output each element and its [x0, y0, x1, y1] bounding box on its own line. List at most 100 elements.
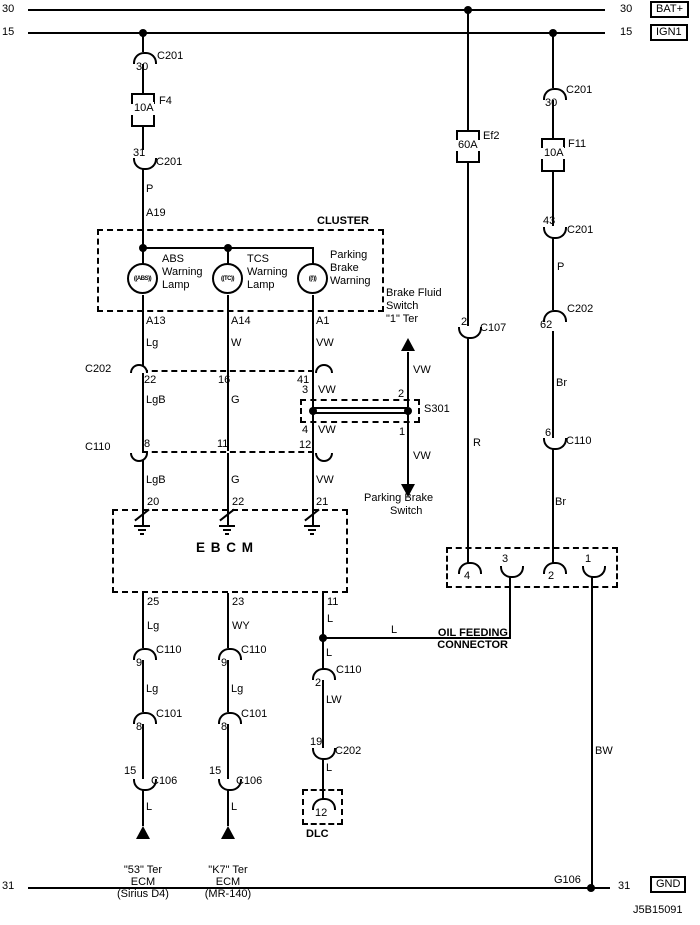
- wire-segment: [227, 724, 229, 779]
- pin-number: 15: [124, 765, 137, 777]
- junction-dot: [549, 29, 557, 37]
- connector-arc: [133, 158, 157, 170]
- wire-segment: [322, 593, 324, 637]
- wire-segment: [142, 789, 144, 826]
- wire-color: VW: [318, 424, 336, 436]
- diagram-id: J5B15091: [633, 904, 683, 916]
- pin-number: A1: [316, 315, 330, 327]
- wire-segment: [227, 660, 229, 712]
- connector-arc: [312, 798, 336, 810]
- ground-icon: [304, 525, 320, 527]
- fuse-rating: 10A: [134, 102, 154, 114]
- wire-segment: [227, 453, 229, 509]
- connector-arc: [133, 52, 157, 64]
- bat-rail-line: [28, 9, 605, 11]
- dest-label: Switch: [390, 505, 423, 517]
- c110-row-line: [142, 451, 314, 453]
- connector-name: C202: [85, 363, 112, 375]
- wire-segment: [312, 249, 314, 265]
- fuse-name: Ef2: [483, 130, 500, 142]
- pin-number: 1: [399, 426, 406, 438]
- wire-segment: [142, 249, 144, 265]
- pin-number: 11: [327, 596, 339, 608]
- connector-arc: [543, 562, 567, 574]
- wire-segment: [591, 577, 593, 888]
- pin-number: 41: [297, 374, 310, 386]
- wire-segment: [322, 637, 511, 639]
- connector-name: C201: [567, 224, 594, 236]
- pin-number: 9: [221, 657, 228, 669]
- ground-stub: [312, 509, 314, 525]
- connector-name: C110: [241, 644, 267, 656]
- wire-segment: [552, 33, 554, 88]
- wire-segment: [467, 337, 469, 548]
- connector-name: C106: [151, 775, 178, 787]
- splice-name: S301: [424, 403, 450, 415]
- connector-name: C202: [567, 303, 594, 315]
- fuse-name: F4: [159, 95, 172, 107]
- wire-color: L: [146, 801, 153, 813]
- dest-label: Brake Fluid: [386, 287, 442, 299]
- connector-name: C101: [156, 708, 183, 720]
- pin-number: 15: [209, 765, 222, 777]
- lamp-label: Lamp: [162, 279, 190, 291]
- lamp-label: Warning: [330, 275, 371, 287]
- connector-arc: [458, 327, 482, 339]
- lamp-label: Brake: [330, 262, 359, 274]
- s301-box: [300, 399, 420, 423]
- dest-label: "1" Ter: [386, 313, 419, 325]
- wire-segment: [312, 372, 314, 401]
- ground-stub: [227, 509, 229, 525]
- rail-num: 31: [618, 880, 631, 892]
- pin-number: 23: [232, 596, 245, 608]
- fuse-rating: 10A: [544, 147, 564, 159]
- wire-color: G: [231, 394, 240, 406]
- ground-name: G106: [554, 874, 581, 886]
- fuse-notch: [151, 104, 157, 115]
- fuse-notch: [453, 140, 459, 151]
- rail-num: 15: [2, 26, 15, 38]
- tcs-warning-lamp-icon: ((TC)): [212, 263, 243, 294]
- ign-rail-line: [28, 32, 605, 34]
- rail-num: 30: [2, 3, 15, 15]
- pin-number: 21: [316, 496, 329, 508]
- pin-number: 30: [136, 61, 149, 73]
- pin-number: 2: [461, 316, 468, 328]
- wire-segment: [227, 249, 229, 265]
- rail-num: 31: [2, 880, 15, 892]
- connector-arc: [218, 712, 242, 724]
- wire-segment: [142, 295, 144, 373]
- pin-number: 3: [502, 553, 509, 565]
- pin-number: 31: [133, 147, 146, 159]
- dlc-title: DLC: [306, 828, 329, 840]
- wire-color: Br: [555, 496, 566, 508]
- wire-segment: [322, 758, 324, 799]
- connector-arc: [315, 453, 333, 462]
- lamp-label: TCS: [247, 253, 269, 265]
- pin-number: 20: [147, 496, 160, 508]
- arrow-down-icon: [401, 484, 415, 497]
- wire-segment: [552, 237, 554, 310]
- pin-number: 2: [548, 570, 555, 582]
- ground-icon: [134, 525, 150, 527]
- connector-arc: [130, 453, 148, 462]
- pin-number: A19: [146, 207, 166, 219]
- wire-segment: [227, 295, 229, 373]
- junction-dot: [139, 29, 147, 37]
- wire-color: LgB: [146, 394, 166, 406]
- pin-number: 8: [144, 438, 151, 450]
- junction-dot: [224, 244, 232, 252]
- pin-number: 1: [585, 553, 592, 565]
- wire-color: VW: [413, 450, 431, 462]
- wire-segment: [227, 372, 229, 451]
- ground-icon: [225, 533, 229, 535]
- pin-number: A13: [146, 315, 166, 327]
- lamp-label: Parking: [330, 249, 368, 261]
- connector-name: C201: [157, 50, 184, 62]
- cluster-box: [97, 229, 384, 312]
- wire-color: LgB: [146, 474, 166, 486]
- wire-color: Lg: [231, 683, 244, 695]
- connector-name: C107: [480, 322, 507, 334]
- wire-color: Lg: [146, 337, 159, 349]
